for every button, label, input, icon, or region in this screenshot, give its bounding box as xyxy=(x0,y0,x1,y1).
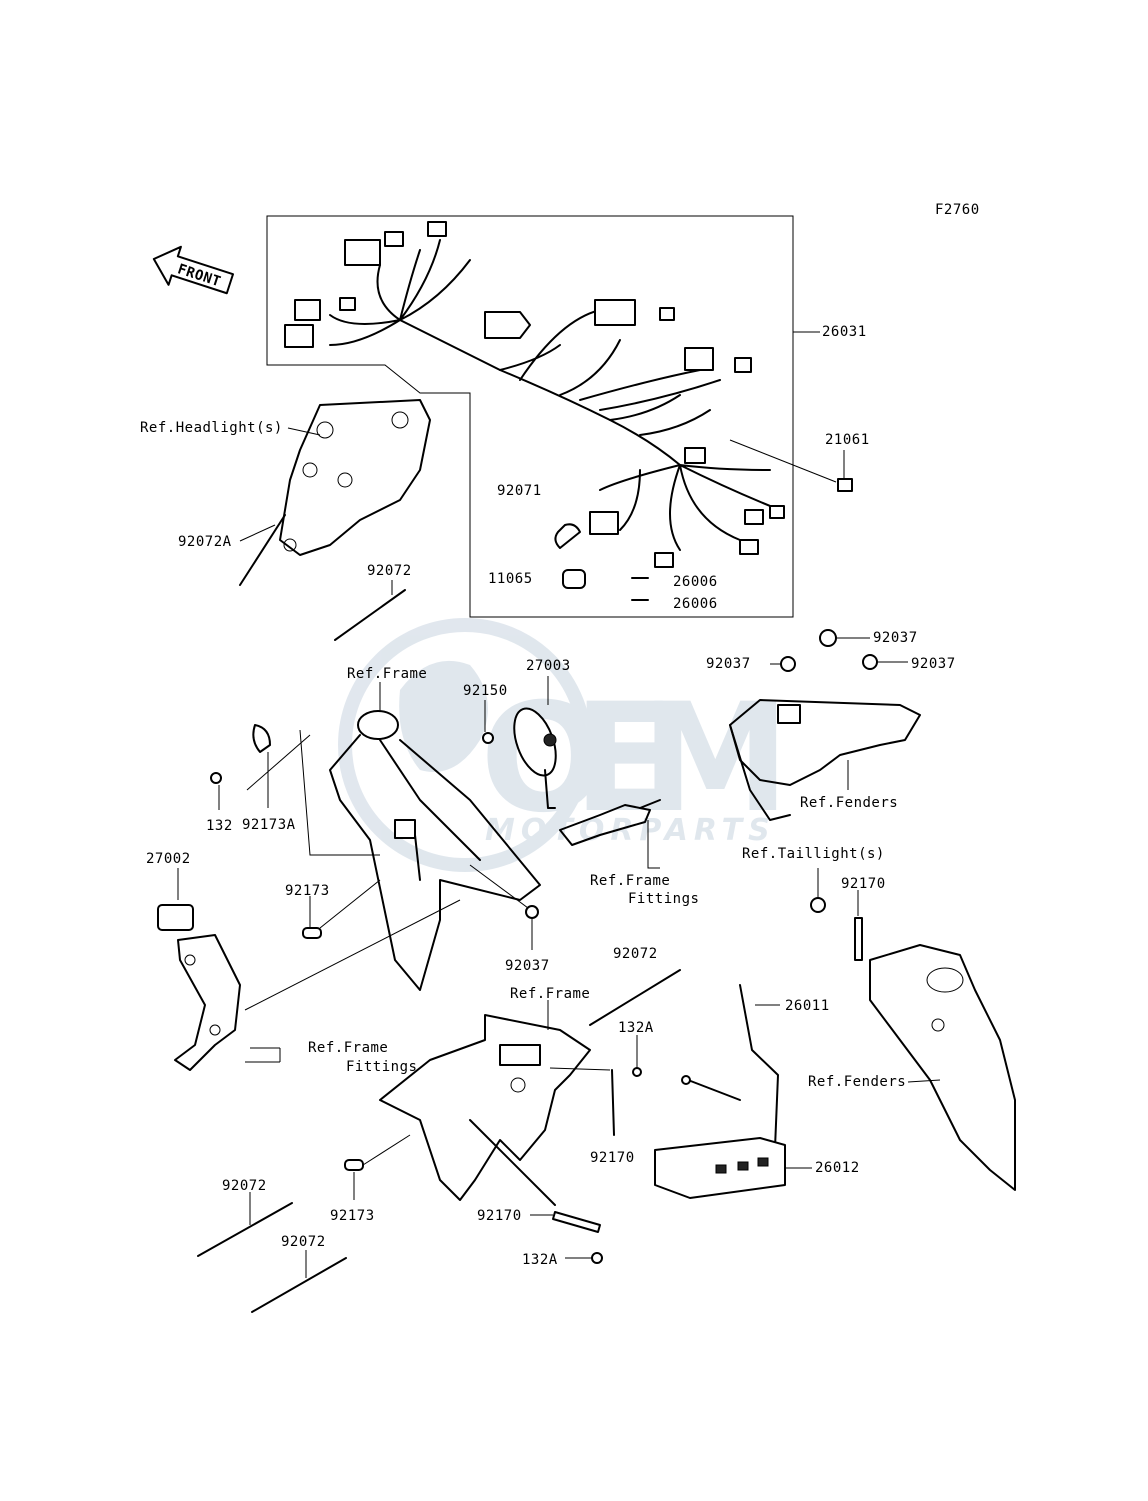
label-26011: 26011 xyxy=(785,998,830,1014)
label-92170-low: 92170 xyxy=(477,1208,522,1224)
horn-27003 xyxy=(513,707,557,809)
part-labels: 26031 21061 92071 11065 26006 26006 Ref.… xyxy=(140,324,956,1268)
label-ref-frame-fittings-low-2: Fittings xyxy=(346,1059,417,1075)
rear-frame xyxy=(379,1014,591,1201)
label-ref-fenders-bottom: Ref.Fenders xyxy=(808,1074,906,1090)
diagram-code: F2760 xyxy=(935,202,980,218)
watermark: OEM MOTORPARTS xyxy=(338,618,790,872)
label-26031: 26031 xyxy=(822,324,867,340)
label-27003: 27003 xyxy=(526,658,571,674)
front-arrow-icon: FRONT xyxy=(152,245,234,295)
label-11065: 11065 xyxy=(488,571,533,587)
cable-band-92072 xyxy=(334,589,406,641)
label-ref-taillights: Ref.Taillight(s) xyxy=(742,846,885,862)
label-92170-mid: 92170 xyxy=(590,1150,635,1166)
label-92037-right: 92037 xyxy=(911,656,956,672)
label-92037-top: 92037 xyxy=(873,630,918,646)
label-26006-a: 26006 xyxy=(673,574,718,590)
label-92072A: 92072A xyxy=(178,534,232,550)
headlight-bracket xyxy=(279,399,431,556)
label-92037-mid: 92037 xyxy=(505,958,550,974)
label-ref-headlights: Ref.Headlight(s) xyxy=(140,420,283,436)
label-ref-frame-fittings-mid-1: Ref.Frame xyxy=(590,873,670,889)
label-92173-low: 92173 xyxy=(330,1208,375,1224)
watermark-sub: MOTORPARTS xyxy=(485,813,776,848)
label-92150: 92150 xyxy=(463,683,508,699)
wiring-harness xyxy=(284,221,785,589)
front-frame xyxy=(329,710,541,991)
label-ref-fenders-top: Ref.Fenders xyxy=(800,795,898,811)
label-92170-right: 92170 xyxy=(841,876,886,892)
rear-fender-bracket xyxy=(729,699,921,821)
label-92173A: 92173A xyxy=(242,817,296,833)
label-21061: 21061 xyxy=(825,432,870,448)
label-92072-top: 92072 xyxy=(367,563,412,579)
label-92037-left: 92037 xyxy=(706,656,751,672)
label-26012: 26012 xyxy=(815,1160,860,1176)
label-ref-frame-fittings-low-1: Ref.Frame xyxy=(308,1040,388,1056)
label-132A-low: 132A xyxy=(522,1252,558,1268)
label-92071: 92071 xyxy=(497,483,542,499)
label-27002: 27002 xyxy=(146,851,191,867)
label-26006-b: 26006 xyxy=(673,596,718,612)
label-92072-mid: 92072 xyxy=(613,946,658,962)
label-132: 132 xyxy=(206,818,233,834)
rear-fender xyxy=(869,944,1016,1191)
label-92173-mid: 92173 xyxy=(285,883,330,899)
battery-26012 xyxy=(654,1137,786,1199)
label-ref-frame-top: Ref.Frame xyxy=(347,666,427,682)
label-132A-top: 132A xyxy=(618,1020,654,1036)
label-ref-frame-fittings-mid-2: Fittings xyxy=(628,891,699,907)
label-92072-low-b: 92072 xyxy=(281,1234,326,1250)
harness-group-frame xyxy=(266,215,794,618)
label-ref-frame-bottom: Ref.Frame xyxy=(510,986,590,1002)
relay-21061-icon xyxy=(837,478,853,492)
relay-27002 xyxy=(157,904,241,1071)
label-92072-low-a: 92072 xyxy=(222,1178,267,1194)
